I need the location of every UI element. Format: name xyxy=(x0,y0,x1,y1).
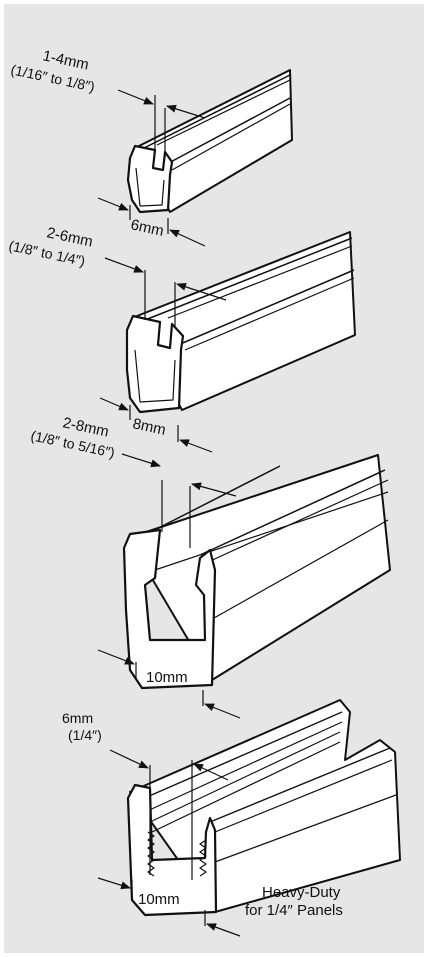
channel-heavy-duty xyxy=(126,699,401,917)
width-label: 10mm xyxy=(138,891,180,908)
range-label: 6mm xyxy=(62,710,93,726)
heavy-duty-note-line1: Heavy-Duty xyxy=(262,884,341,901)
width-label: 10mm xyxy=(146,669,188,686)
channel-6mm xyxy=(126,69,293,214)
channel-8mm xyxy=(125,231,356,414)
range-inch-label: (1/4″) xyxy=(68,727,102,743)
heavy-duty-note-line2: for 1/4″ Panels xyxy=(245,902,343,919)
width-label: 6mm xyxy=(129,216,165,240)
channel-10mm xyxy=(122,454,391,690)
width-label: 8mm xyxy=(131,415,167,439)
